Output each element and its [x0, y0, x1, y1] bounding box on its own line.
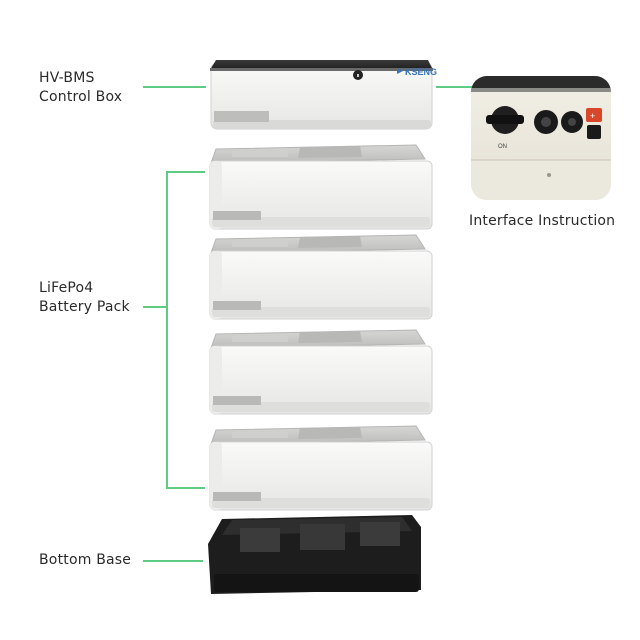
kseng-logo: KSENG: [397, 67, 437, 77]
battery-module: [209, 329, 433, 415]
leader-lines: [143, 86, 474, 562]
battery-pack-label: LiFePo4 Battery Pack: [39, 279, 130, 317]
port-mark-text: +: [590, 111, 595, 121]
battery-pack-label-line1: LiFePo4: [39, 280, 94, 296]
battery-module: [209, 425, 433, 511]
hv-bms-control-box: KSENG: [210, 60, 437, 130]
lock-icon: [353, 70, 363, 80]
interface-detail-image: ON +: [471, 76, 611, 200]
battery-bracket-line: [166, 171, 205, 489]
power-switch-icon: [486, 106, 524, 134]
bottom-base-label: Bottom Base: [39, 552, 132, 568]
connector-port-icon: [534, 110, 583, 134]
battery-pack-label-line2: Battery Pack: [39, 299, 130, 315]
hv-bms-label-line1: HV-BMS: [39, 70, 95, 86]
battery-module: [209, 144, 433, 230]
hv-bms-label-line2: Control Box: [39, 89, 123, 105]
battery-pack-modules: [209, 144, 433, 511]
hv-bms-label: HV-BMS Control Box: [39, 69, 122, 107]
battery-module: [209, 234, 433, 320]
positive-terminal-icon: +: [586, 108, 602, 139]
bottom-base: [208, 515, 421, 594]
on-text: ON: [498, 144, 507, 150]
interface-instruction-label: Interface Instruction: [469, 213, 616, 229]
brand-text: KSENG: [405, 67, 437, 77]
